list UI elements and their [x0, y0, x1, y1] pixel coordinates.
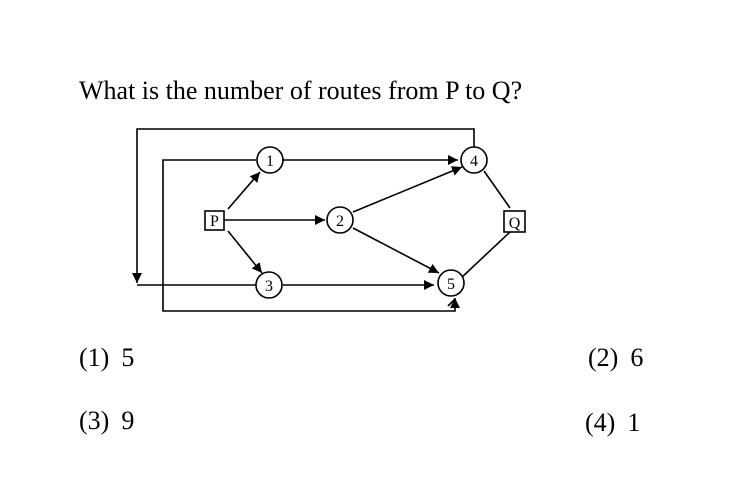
node-2-label: 2 [336, 213, 344, 230]
node-1-circle [256, 146, 284, 174]
edge-4-q [483, 170, 511, 209]
option-2-value: 6 [630, 343, 644, 372]
node-5-label: 5 [447, 276, 455, 293]
question-text: What is the number of routes from P to Q… [79, 76, 523, 105]
node-2-circle [326, 206, 354, 234]
option-3-number: (3) [79, 406, 110, 435]
node-p-box [204, 210, 225, 231]
option-4-value: 1 [627, 408, 641, 437]
node-q-label: Q [509, 215, 521, 232]
edge-1-5 [162, 159, 460, 312]
edge-2-4 [352, 166, 463, 213]
option-3[interactable]: (3) 9 [79, 406, 134, 436]
edge-4-3 [132, 128, 475, 283]
option-1-number: (1) [79, 343, 110, 372]
node-3-circle [255, 271, 283, 299]
option-1-value: 5 [121, 343, 135, 372]
edge-1-5-head [447, 298, 456, 307]
edge-p-3 [227, 230, 263, 274]
node-1-label: 1 [266, 153, 274, 170]
node-4-label: 4 [470, 153, 478, 170]
node-q-box [503, 210, 526, 233]
edge-2-5 [352, 227, 440, 274]
option-4-number: (4) [585, 408, 616, 437]
node-p-label: P [210, 213, 219, 230]
node-3-label: 3 [265, 278, 273, 295]
node-4-circle [460, 146, 488, 174]
node-5-circle [437, 269, 465, 297]
option-1[interactable]: (1) 5 [79, 343, 134, 373]
edge-5-q [460, 231, 511, 279]
edge-p-1 [227, 171, 261, 210]
option-4[interactable]: (4) 1 [585, 408, 640, 438]
option-3-value: 9 [121, 406, 135, 435]
option-2-number: (2) [588, 343, 619, 372]
option-2[interactable]: (2) 6 [588, 343, 643, 373]
